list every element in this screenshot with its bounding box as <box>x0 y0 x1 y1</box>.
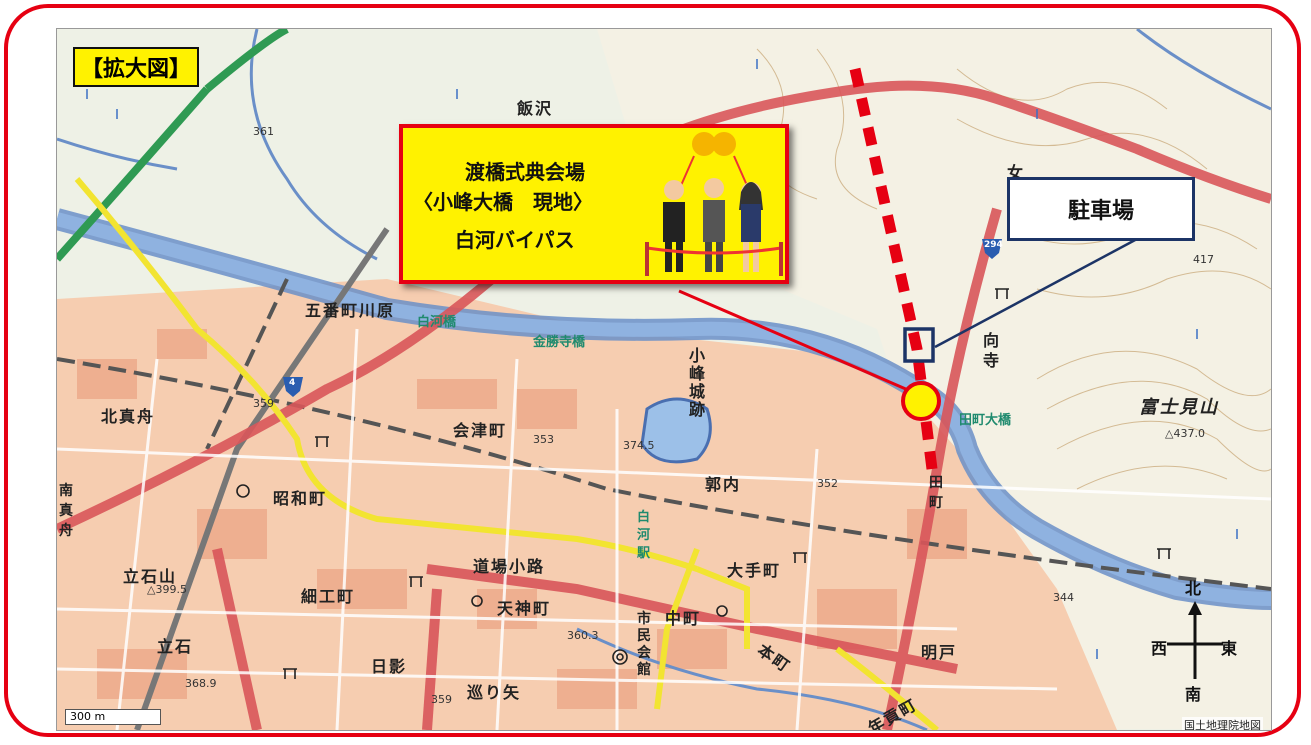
place-komine-castle: 小峰城跡 <box>686 347 705 419</box>
place-minami-mafune: 南真舟 <box>59 483 75 539</box>
elevation-417: 417 <box>1193 253 1214 266</box>
parking-label-box: 駐車場 <box>1007 177 1195 241</box>
elevation-359: 359 <box>253 397 274 410</box>
place-hikage: 日影 <box>371 657 408 676</box>
place-dojokoji: 道場小路 <box>473 557 546 576</box>
compass-north: 北 <box>1185 579 1202 598</box>
elevation-352: 352 <box>817 477 838 490</box>
place-fujimiyama: 富士見山 <box>1139 397 1219 418</box>
place-mukaidera: 向寺 <box>983 331 1002 370</box>
elevation-360: 360.3 <box>567 629 599 642</box>
compass-south: 南 <box>1185 685 1202 704</box>
place-shimin-kaikan: 市民会館 <box>637 611 653 678</box>
topographic-map[interactable]: 【拡大図】 飯沢 五番町川原 北真舟 会津町 小峰城跡 郭内 昭和町 道場小路 … <box>56 28 1272 731</box>
route-294-shield: 294 <box>984 240 1003 250</box>
scale-bar: 300 m <box>65 709 161 725</box>
place-iizawa: 飯沢 <box>517 99 554 118</box>
place-aizumachi: 会津町 <box>453 421 508 440</box>
elevation-368: 368.9 <box>185 677 217 690</box>
map-credit: 国土地理院地図 <box>1182 717 1263 731</box>
elevation-437: △437.0 <box>1165 427 1205 440</box>
callout-line-bypass: 白河バイパス <box>455 228 575 252</box>
callout-line-location: 〈小峰大橋 現地〉 <box>413 190 593 214</box>
route-4-shield: 4 <box>289 378 296 388</box>
compass-east: 東 <box>1221 639 1238 658</box>
place-meguriya: 巡り矢 <box>467 683 522 702</box>
elevation-344: 344 <box>1053 591 1074 604</box>
compass-west: 西 <box>1151 639 1168 658</box>
bridge-tamachi-ohashi: 田町大橋 <box>959 413 1012 428</box>
place-tamachi: 田町 <box>929 475 945 511</box>
elevation-353: 353 <box>533 433 554 446</box>
place-kuruwauchi: 郭内 <box>705 475 742 494</box>
elevation-399: △399.5 <box>147 583 187 596</box>
bridge-konshoji: 金勝寺橋 <box>533 335 586 350</box>
place-showamachi: 昭和町 <box>273 489 328 508</box>
place-otemachi: 大手町 <box>727 561 782 580</box>
place-saikumachi: 細工町 <box>301 587 356 606</box>
enlarged-map-tag: 【拡大図】 <box>73 47 200 87</box>
place-tateishiyama: 立石山 <box>123 567 178 586</box>
red-rounded-frame: 【拡大図】 飯沢 五番町川原 北真舟 会津町 小峰城跡 郭内 昭和町 道場小路 … <box>4 4 1301 737</box>
place-akedo: 明戸 <box>921 643 958 662</box>
bridge-shirakawa: 白河橋 <box>417 315 457 330</box>
place-gobancho-kawara: 五番町川原 <box>305 301 396 320</box>
place-tateishi: 立石 <box>157 637 194 656</box>
ribbon-cutting-people-icon <box>645 132 783 276</box>
place-kitamafune: 北真舟 <box>101 407 156 426</box>
place-tenjinmachi: 天神町 <box>497 599 552 618</box>
elevation-374: 374.5 <box>623 439 655 452</box>
ceremony-venue-callout: 渡橋式典会場 〈小峰大橋 現地〉 白河バイパス <box>399 124 789 284</box>
callout-line-ceremony: 渡橋式典会場 <box>465 160 585 184</box>
elevation-361: 361 <box>253 125 274 138</box>
place-nakamachi: 中町 <box>665 609 702 628</box>
place-shirakawa-station: 白河駅 <box>637 510 651 561</box>
elevation-359b: 359 <box>431 693 452 706</box>
